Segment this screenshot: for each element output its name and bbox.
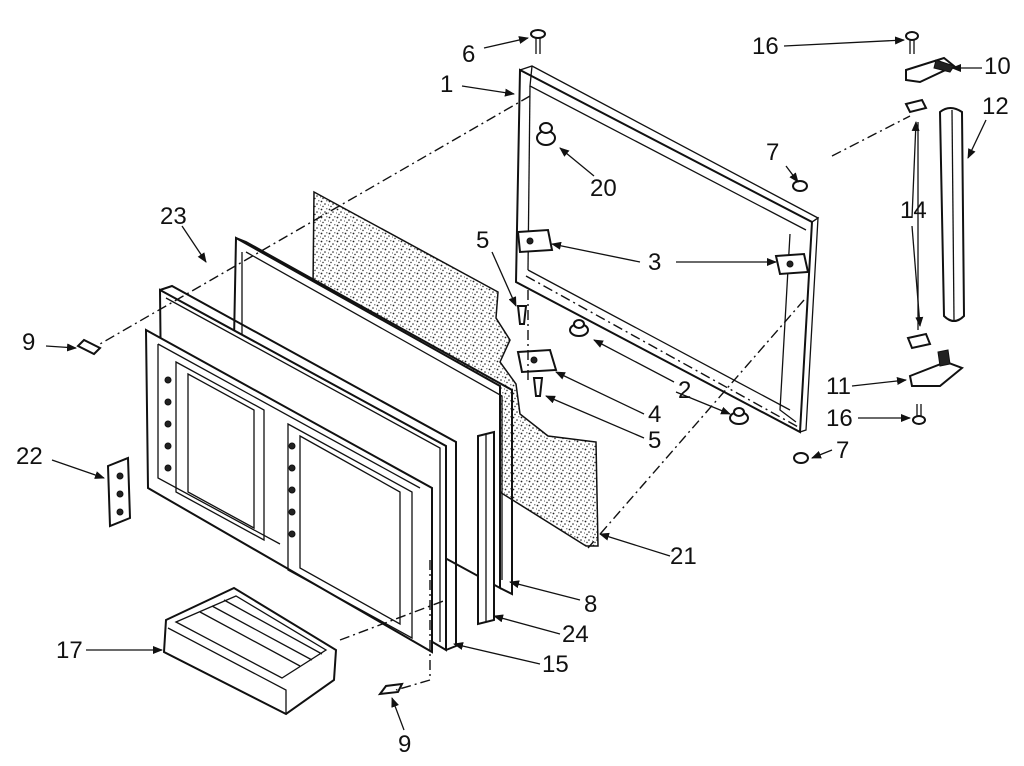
door-bin-17 <box>162 586 338 716</box>
callout-22: 22 <box>16 443 43 470</box>
callout-24: 24 <box>562 621 589 648</box>
leader-arrows <box>45 36 987 731</box>
callout-5-top: 5 <box>476 227 489 254</box>
trim-strip-24 <box>477 430 495 626</box>
plug-7-bottom <box>793 452 809 464</box>
callout-12: 12 <box>982 93 1009 120</box>
callout-9-bottom: 9 <box>398 731 411 758</box>
callout-8: 8 <box>584 591 597 618</box>
hinge-10-top <box>905 56 956 84</box>
door-stop-2b <box>729 407 749 425</box>
callout-3: 3 <box>648 249 661 276</box>
screw-5-bottom <box>532 377 544 397</box>
callout-11: 11 <box>826 373 851 400</box>
hinge-bracket-top <box>516 228 554 254</box>
hinge-plate-lower <box>516 348 558 374</box>
callout-7-top: 7 <box>766 139 779 166</box>
bracket-22 <box>106 456 132 528</box>
screw-6 <box>530 29 546 54</box>
callout-21: 21 <box>670 543 697 570</box>
callout-2: 2 <box>678 377 691 404</box>
callout-17: 17 <box>56 637 83 664</box>
washer-14-bottom <box>906 332 932 350</box>
callout-20: 20 <box>590 175 617 202</box>
door-outer-panel <box>514 65 820 434</box>
callout-labels: 1 2 3 4 5 5 6 7 7 8 9 9 10 11 12 14 15 1… <box>16 33 1011 758</box>
rod-12 <box>938 107 966 322</box>
screw-5-top <box>516 305 528 325</box>
hinge-11-bottom <box>908 349 964 387</box>
door-stop-2a <box>569 319 589 337</box>
screw-16-top <box>905 31 919 54</box>
callout-10: 10 <box>984 53 1011 80</box>
plug-7-top <box>792 180 808 192</box>
callout-9-left: 9 <box>22 329 35 356</box>
screw-9-bottom <box>377 682 404 696</box>
callout-16-bottom: 16 <box>826 405 853 432</box>
callout-7-bottom: 7 <box>836 437 849 464</box>
alignment-lines <box>99 95 911 691</box>
callout-1: 1 <box>440 71 453 98</box>
screw-16-bottom <box>912 404 926 425</box>
callout-15: 15 <box>542 651 569 678</box>
cap-20 <box>536 122 556 146</box>
washer-14-top <box>904 98 928 114</box>
callout-14: 14 <box>900 197 927 224</box>
callout-5-bottom: 5 <box>648 427 661 454</box>
callout-6: 6 <box>462 41 475 68</box>
callout-4: 4 <box>648 401 661 428</box>
callout-23: 23 <box>160 203 187 230</box>
door-front-8 <box>144 328 433 654</box>
hinge-bracket-right <box>774 252 810 276</box>
screw-9-left <box>76 338 102 356</box>
callout-16-top: 16 <box>752 33 779 60</box>
